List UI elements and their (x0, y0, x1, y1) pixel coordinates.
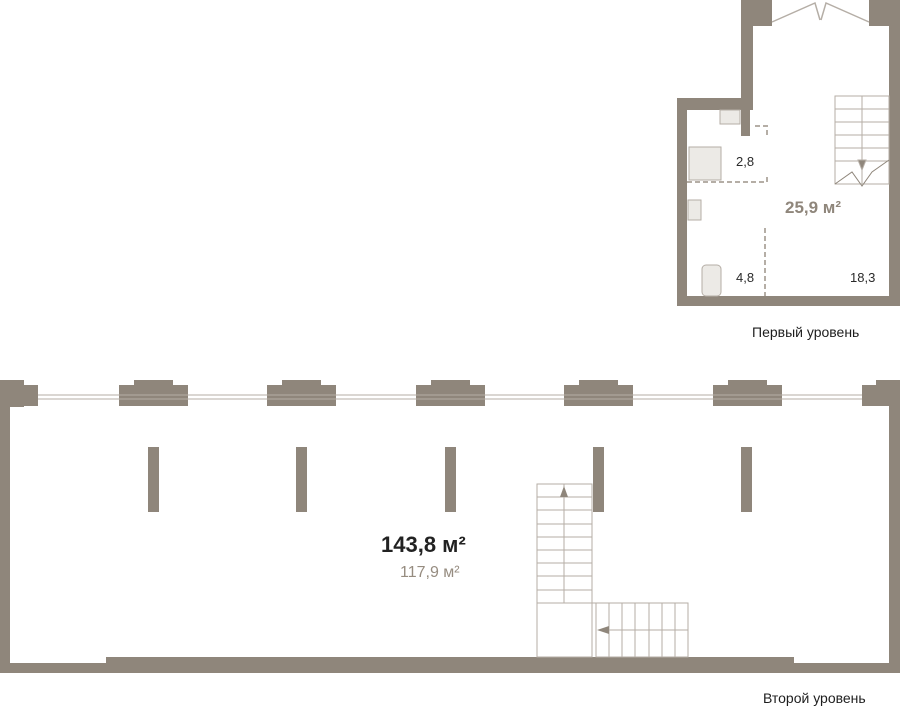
wall (0, 380, 10, 673)
first-level-label: Первый уровень (752, 324, 860, 340)
stairs-first-level (834, 95, 890, 187)
room-area-bathroom: 2,8 (736, 154, 755, 169)
wall (677, 98, 753, 110)
wall (889, 380, 900, 673)
room-area-wc: 4,8 (736, 270, 755, 285)
wall (889, 0, 900, 306)
wall (741, 98, 750, 136)
first-level-total-area: 25,9 м² (785, 198, 842, 217)
arrow-left-icon (597, 626, 609, 634)
windows (38, 394, 862, 400)
fixtures (687, 109, 741, 297)
wall (677, 98, 687, 306)
wall (677, 296, 900, 306)
stairs-second-level (536, 483, 689, 658)
room-area-hall: 18,3 (850, 270, 876, 285)
partitions (687, 125, 768, 296)
wall (0, 663, 900, 673)
balcony-door (771, 1, 870, 23)
second-level-label: Второй уровень (763, 690, 866, 706)
arrow-up-icon (560, 486, 568, 497)
piers (119, 380, 782, 406)
shower-icon (688, 146, 722, 181)
first-level-plan (677, 0, 900, 306)
toilet-icon (701, 264, 722, 297)
second-level-living-area: 117,9 м² (400, 564, 460, 581)
wall (0, 380, 24, 407)
sink-icon (719, 109, 741, 125)
wall (869, 0, 900, 26)
columns (148, 447, 752, 512)
wall (106, 657, 794, 665)
second-level-total-area: 143,8 м² (381, 532, 466, 557)
second-level-plan (0, 380, 900, 673)
wall (741, 0, 772, 26)
wall (862, 385, 900, 406)
wall (876, 380, 900, 388)
wall (24, 385, 38, 406)
sink-icon (687, 199, 702, 221)
